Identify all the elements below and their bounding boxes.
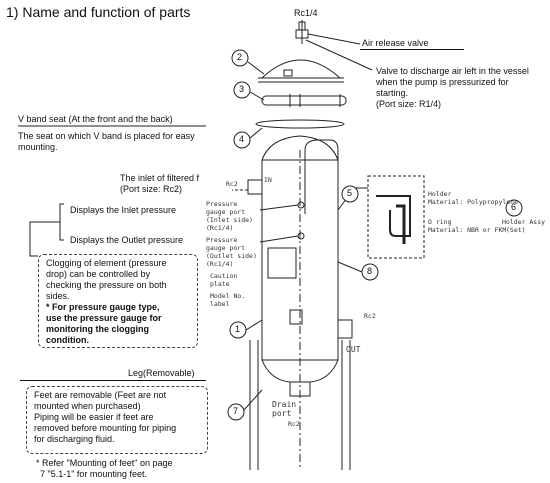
leg-note: * Refer "Mounting of feet" on page xyxy=(36,458,173,468)
out-label: OUT xyxy=(346,345,361,354)
gauge-port-inlet xyxy=(297,201,305,209)
drain-label: port xyxy=(272,409,292,418)
holder-detail xyxy=(367,175,425,259)
valve-desc-line: (Port size: R1/4) xyxy=(376,99,442,109)
clogging-bold-line: * For pressure gauge type, xyxy=(46,302,160,312)
pg-inlet-label: gauge port xyxy=(206,208,246,216)
leg-line: Piping will be easier if feet are xyxy=(34,412,154,422)
pg-inlet-label: (Rc1/4) xyxy=(206,224,234,232)
part-number-circle xyxy=(361,263,379,281)
rc2-inlet-label: Rc2 xyxy=(226,180,238,188)
leg-note-box xyxy=(26,386,208,454)
leg-heading: Leg(Removable) xyxy=(128,368,195,378)
valve-cap xyxy=(298,21,306,31)
part-number-5: 5 xyxy=(347,188,353,198)
model-label xyxy=(289,309,303,325)
part-number-circle xyxy=(227,403,245,421)
valve-desc-line: Valve to discharge air left in the vesse… xyxy=(376,66,529,76)
air-release-leader xyxy=(307,33,361,45)
inlet-label: The inlet of filtered f xyxy=(120,173,200,183)
clogging-line: checking the pressure on both xyxy=(46,280,167,290)
clogging-line: sides. xyxy=(46,291,70,301)
divider xyxy=(20,380,206,381)
leg-line: for discharging fluid. xyxy=(34,434,115,444)
part-number-circle xyxy=(233,81,251,99)
drain-label: Drain xyxy=(272,400,297,409)
clogging-line: Clogging of element (pressure xyxy=(46,258,167,268)
pg-outlet-label: Pressure xyxy=(206,236,238,244)
valve-desc-leader xyxy=(305,39,373,71)
rc2-drain-label: Rc2 xyxy=(288,420,300,428)
part-number-circle xyxy=(233,131,251,149)
holder-label: Holder xyxy=(428,190,452,198)
clogging-bold-line: condition. xyxy=(46,335,89,345)
part-number-4: 4 xyxy=(239,134,245,144)
v-band xyxy=(261,95,347,106)
part-number-2: 2 xyxy=(237,52,243,62)
clogging-bold-line: monitoring the clogging xyxy=(46,324,149,334)
in-label: IN xyxy=(264,176,272,184)
inlet-pressure-label: Displays the Inlet pressure xyxy=(70,205,177,215)
part-number-7: 7 xyxy=(233,406,239,416)
v-band-desc: The seat on which V band is placed for e… xyxy=(18,131,195,141)
valve-desc-line: when the pump is pressurized for xyxy=(376,77,509,87)
inlet-port-size: (Port size: Rc2) xyxy=(120,184,183,194)
pg-inlet-label: (Inlet side) xyxy=(206,216,253,224)
part-number-circle xyxy=(505,199,523,217)
part-number-circle xyxy=(341,185,359,203)
leg-line: removed before mounting for piping xyxy=(34,423,177,433)
drain-port xyxy=(289,381,311,397)
holder-assy-label: Holder Assy xyxy=(502,218,546,226)
leg-note: 7 "5.1-1" for mounting feet. xyxy=(40,469,147,479)
outlet-port xyxy=(337,319,353,339)
pg-inlet-label: Pressure xyxy=(206,200,238,208)
caution-label: Caution xyxy=(210,272,238,280)
v-band-desc: mounting. xyxy=(18,142,58,152)
clogging-line: drop) can be controlled by xyxy=(46,269,151,279)
caution-label: plate xyxy=(210,280,230,288)
outlet-pressure-label: Displays the Outlet pressure xyxy=(70,235,184,245)
valve-desc-line: starting. xyxy=(376,88,409,98)
body-top xyxy=(261,135,339,161)
gauge-port-outlet xyxy=(297,232,305,240)
page-title: 1) Name and function of parts xyxy=(6,4,191,20)
holder-assy-set: (Set) xyxy=(506,226,526,234)
part-number-8: 8 xyxy=(367,266,373,276)
pg-outlet-label: gauge port xyxy=(206,244,246,252)
divider xyxy=(360,49,464,50)
pg-outlet-label: (Outlet side) xyxy=(206,252,257,260)
part-number-3: 3 xyxy=(239,84,245,94)
lid-dome xyxy=(261,59,341,79)
clogging-note-box xyxy=(38,254,198,348)
leg-line: mounted when purchased) xyxy=(34,401,141,411)
v-band-heading: V band seat (At the front and the back) xyxy=(18,114,173,124)
oring-label: O ring xyxy=(428,218,452,226)
part-number-circle xyxy=(231,49,249,67)
inlet-port xyxy=(247,179,263,195)
part-number-6: 6 xyxy=(511,202,517,212)
gauge-pipe xyxy=(304,139,339,214)
caution-plate xyxy=(267,247,297,279)
rc2-outlet-label: Rc2 xyxy=(364,312,376,320)
o-ring xyxy=(255,119,345,129)
part-number-1: 1 xyxy=(235,324,241,334)
model-label-text: label xyxy=(210,300,230,308)
oring-material: Material: NBR or FKM xyxy=(428,226,507,234)
pg-outlet-label: (Rc1/4) xyxy=(206,260,234,268)
clogging-bold-line: use the pressure gauge for xyxy=(46,313,162,323)
model-label-text: Model No. xyxy=(210,292,246,300)
holder-material: Material: Polypropylene xyxy=(428,198,519,206)
rc-top-label: Rc1/4 xyxy=(294,8,318,18)
part-number-circle xyxy=(229,321,247,339)
air-release-valve-label: Air release valve xyxy=(362,38,429,48)
leg-line: Feet are removable (Feet are not xyxy=(34,390,167,400)
